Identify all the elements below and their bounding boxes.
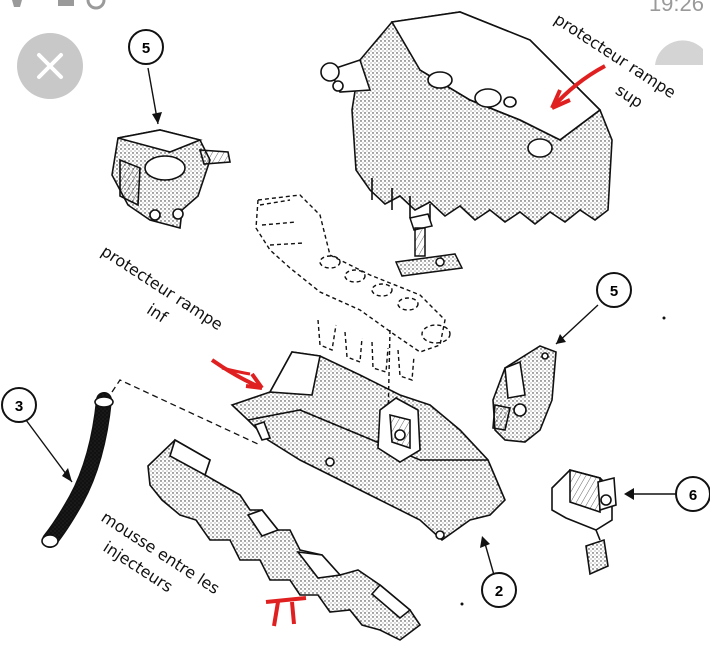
injector-foam — [147, 438, 422, 641]
red-arrowhead-lower — [245, 372, 264, 390]
leader-arrowhead-6 — [624, 488, 634, 500]
leader-arrowhead-5b — [556, 334, 566, 344]
speck — [460, 602, 464, 606]
bolt-and-plate — [394, 213, 464, 277]
close-icon — [37, 53, 63, 79]
bracket-part-5-right — [492, 345, 557, 443]
callout-3 — [1, 387, 37, 423]
app-icon — [58, 0, 74, 6]
notification-icon — [12, 0, 22, 7]
red-mark-line — [265, 596, 307, 604]
annotation-mid-left: protecteur rampe inf — [98, 241, 227, 334]
red-arrow-lower — [210, 358, 263, 390]
red-arrow-upper — [550, 64, 606, 110]
speck — [662, 316, 666, 320]
overlay-corner-button[interactable] — [645, 35, 705, 95]
fuel-rail-dashed — [255, 194, 451, 421]
dashed-leader-hose — [111, 379, 261, 446]
clip-part-6 — [551, 468, 617, 576]
upper-rail-cover — [320, 11, 613, 226]
callout-2-label: 2 — [495, 583, 503, 600]
leader-arrowhead-3 — [62, 468, 72, 482]
leader-line-3 — [25, 419, 73, 483]
callout-5-top — [128, 29, 164, 65]
close-button[interactable] — [17, 33, 83, 99]
callout-5-right-label: 5 — [610, 283, 618, 300]
callout-3-label: 3 — [15, 398, 23, 415]
callout-6-label: 6 — [689, 487, 697, 504]
red-mark-stroke-2 — [290, 601, 296, 625]
callout-2 — [481, 572, 517, 608]
corner-arc-icon — [655, 40, 703, 65]
leader-arrowhead-2 — [480, 536, 490, 548]
lower-rail-cover — [230, 351, 506, 542]
sync-icon — [86, 0, 106, 10]
hose-part-3 — [41, 392, 114, 548]
status-time: 19:26 — [648, 0, 704, 16]
status-icons — [12, 0, 106, 10]
bracket-part-5-top — [111, 129, 231, 230]
leader-line-5b — [555, 304, 599, 345]
red-arrow-lower-2 — [221, 366, 251, 376]
red-mark-stroke-1 — [272, 601, 280, 627]
status-bar: 19:26 — [0, 0, 710, 16]
callout-5-right — [596, 272, 632, 308]
callout-5-top-label: 5 — [142, 40, 150, 57]
red-arrowhead-upper — [550, 89, 571, 110]
annotation-mid-left-line2: inf — [143, 300, 171, 327]
callout-6 — [675, 476, 710, 512]
leader-line-2 — [483, 539, 495, 576]
annotation-top-right-line2: sup — [612, 80, 646, 112]
leader-arrowhead-5a — [152, 112, 162, 124]
